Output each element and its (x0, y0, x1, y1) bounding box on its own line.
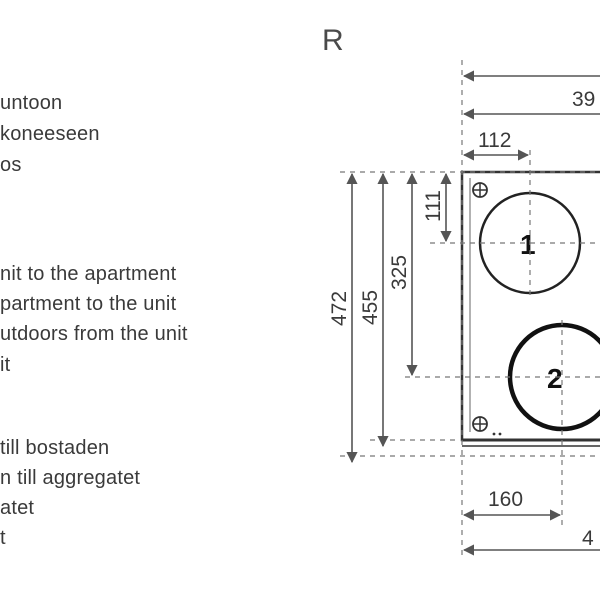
reference-lines (340, 60, 600, 560)
screw-top-icon (472, 182, 488, 198)
legend-sv-line-4: t (0, 527, 6, 549)
side-label: R (322, 24, 344, 57)
dim-111: 111 (422, 190, 445, 222)
legend-en-line-2: partment to the unit (0, 293, 177, 315)
legend-sv-line-2: n till aggregatet (0, 467, 141, 489)
legend-sv-line-1: till bostaden (0, 437, 110, 459)
dim-bottom-total: 4 (582, 527, 594, 550)
legend-fi-line-1: untoon (0, 92, 63, 114)
legend-fi-line-2: koneeseen (0, 123, 100, 145)
dim-472: 472 (328, 291, 351, 326)
legend-en-line-1: nit to the apartment (0, 263, 177, 285)
legend-en-line-3: utdoors from the unit (0, 323, 188, 345)
dim-455: 455 (359, 290, 382, 325)
screw-bottom-icon (472, 416, 502, 436)
legend-en-line-4: it (0, 354, 11, 376)
port-1-label: 1 (520, 229, 536, 260)
legend-fi-line-3: os (0, 154, 22, 176)
port-2-label: 2 (547, 363, 563, 394)
dim-top-total: 39 (572, 88, 595, 111)
legend-sv-line-3: atet (0, 497, 35, 519)
vertical-dimensions (346, 172, 452, 464)
horizontal-dimensions (462, 70, 600, 556)
dim-160: 160 (488, 488, 523, 511)
dim-112: 112 (478, 129, 511, 152)
dim-325: 325 (388, 255, 411, 290)
